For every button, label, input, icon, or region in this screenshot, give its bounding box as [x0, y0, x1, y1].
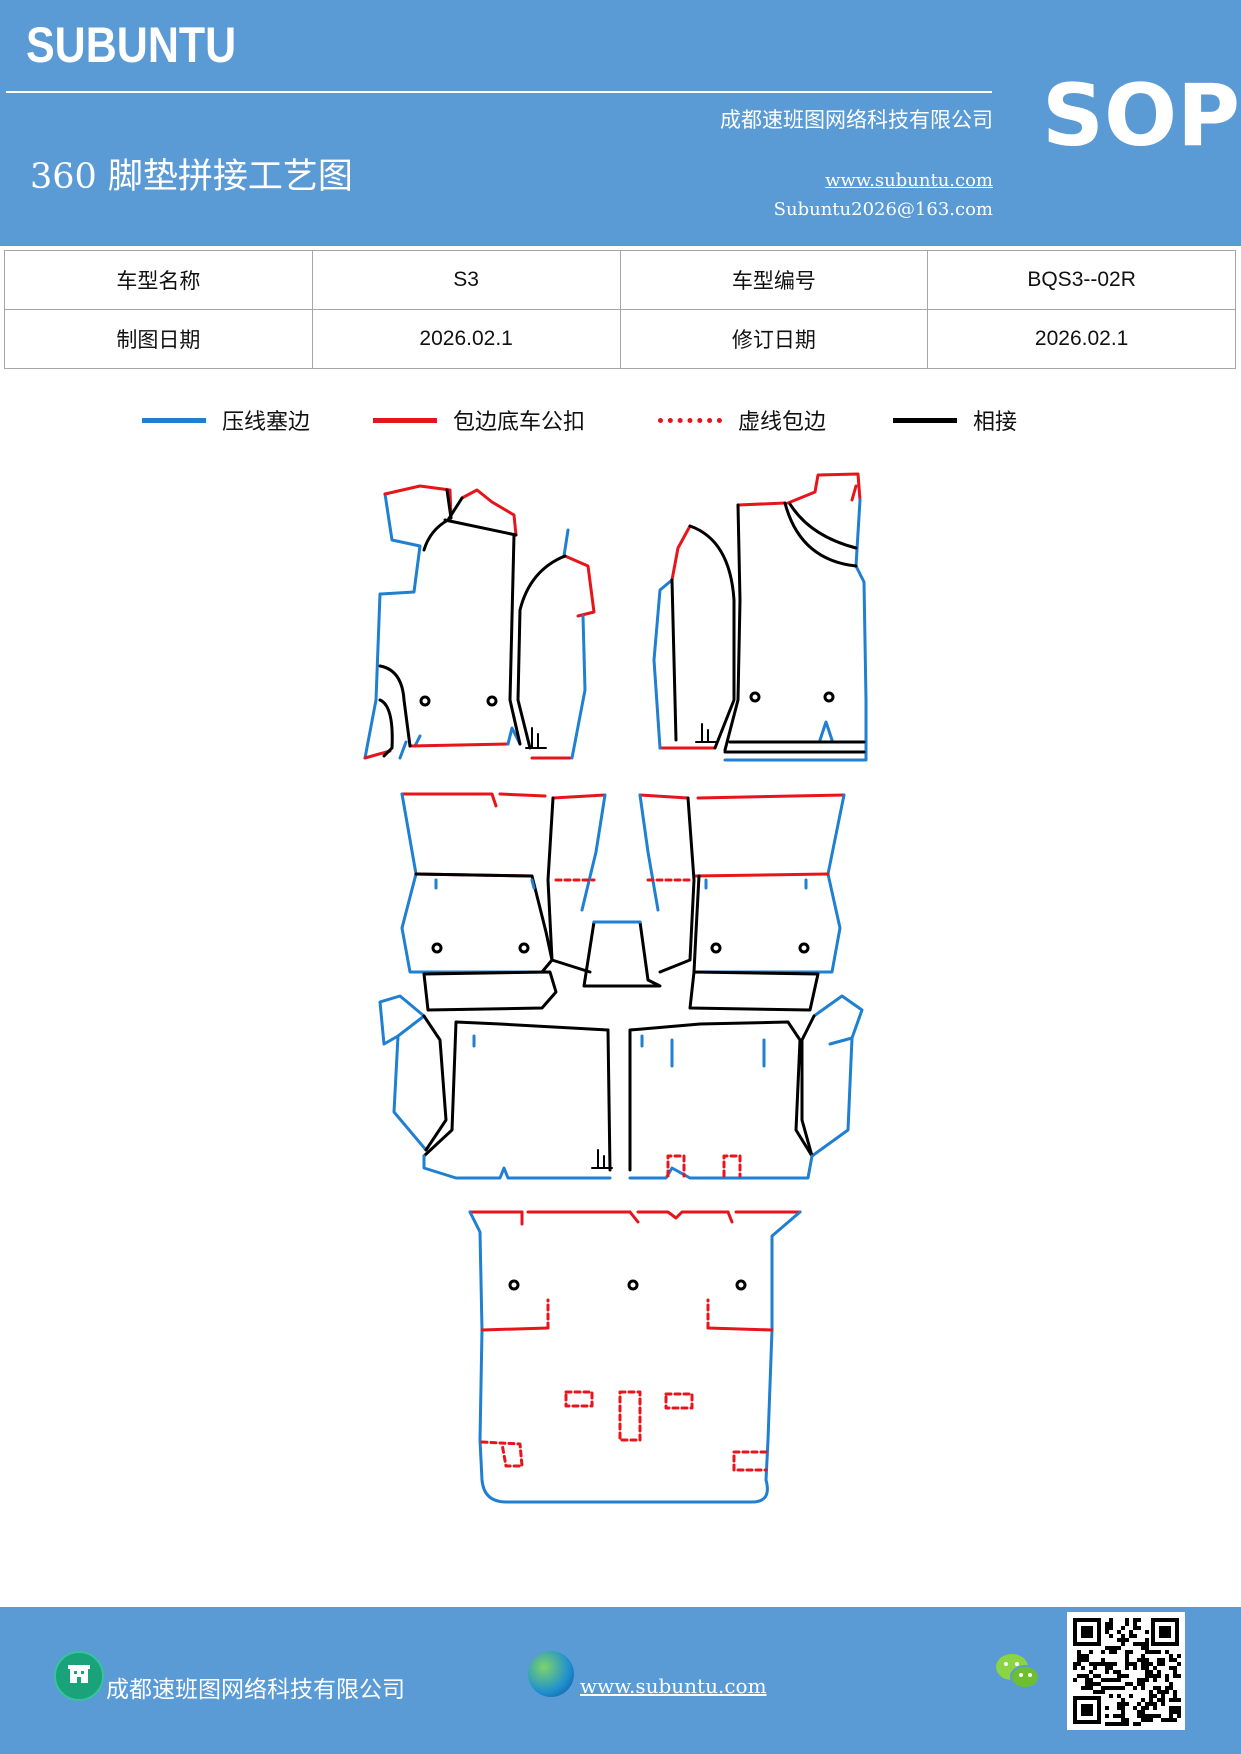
globe-icon: [528, 1651, 574, 1697]
header-company: 成都速班图网络科技有限公司: [720, 108, 993, 132]
second-row-mats: [400, 792, 846, 988]
third-row-mats: [378, 970, 864, 1180]
qr-code[interactable]: [1067, 1612, 1185, 1730]
model-name-label: 车型名称: [4, 250, 313, 310]
legend-label: 包边底车公扣: [453, 410, 586, 435]
footer-website-link[interactable]: www.subuntu.com: [580, 1674, 767, 1698]
legend-label: 压线塞边: [222, 410, 311, 435]
legend-swatch: [373, 417, 437, 423]
sop-badge: SOP: [1042, 66, 1241, 166]
legend: 压线塞边 包边底车公扣 虚线包边 相接: [0, 400, 1241, 440]
front-right-mat: [652, 472, 868, 762]
legend-label: 虚线包边: [738, 410, 827, 435]
draw-date-label: 制图日期: [4, 309, 313, 369]
header-email: Subuntu2026@163.com: [773, 199, 993, 220]
legend-item-red: 包边底车公扣: [373, 400, 585, 440]
header-divider: [6, 91, 992, 93]
building-icon: [54, 1651, 104, 1701]
legend-swatch: [142, 417, 206, 423]
info-table: 车型名称 S3 车型编号 BQS3--02R 制图日期 2026.02.1 修订…: [4, 250, 1236, 369]
legend-item-red-dashed: 虚线包边: [658, 400, 826, 440]
legend-item-black: 相接: [893, 400, 1017, 440]
legend-item-blue: 压线塞边: [142, 400, 310, 440]
brand-logo: SUBUNTU: [26, 17, 237, 73]
legend-swatch: [658, 417, 722, 423]
header-banner: SUBUNTU 成都速班图网络科技有限公司 360 脚垫拼接工艺图 www.su…: [0, 0, 1241, 246]
front-left-mat: [363, 484, 596, 760]
model-code-value: BQS3--02R: [927, 250, 1236, 310]
header-website-link[interactable]: www.subuntu.com: [825, 170, 993, 191]
legend-label: 相接: [973, 410, 1018, 435]
page-title: 360 脚垫拼接工艺图: [30, 157, 353, 197]
model-name-value: S3: [311, 250, 621, 310]
revise-date-value: 2026.02.1: [927, 309, 1236, 369]
floor-mat-diagram: [363, 472, 868, 1504]
rear-mat: [468, 1210, 802, 1504]
model-code-label: 车型编号: [619, 250, 929, 310]
table-row: 制图日期 2026.02.1 修订日期 2026.02.1: [4, 309, 1236, 369]
draw-date-value: 2026.02.1: [311, 309, 621, 369]
table-row: 车型名称 S3 车型编号 BQS3--02R: [4, 250, 1236, 310]
wechat-icon: [994, 1650, 1042, 1694]
footer-company: 成都速班图网络科技有限公司: [106, 1677, 405, 1703]
legend-swatch: [893, 417, 957, 423]
revise-date-label: 修订日期: [619, 309, 929, 369]
